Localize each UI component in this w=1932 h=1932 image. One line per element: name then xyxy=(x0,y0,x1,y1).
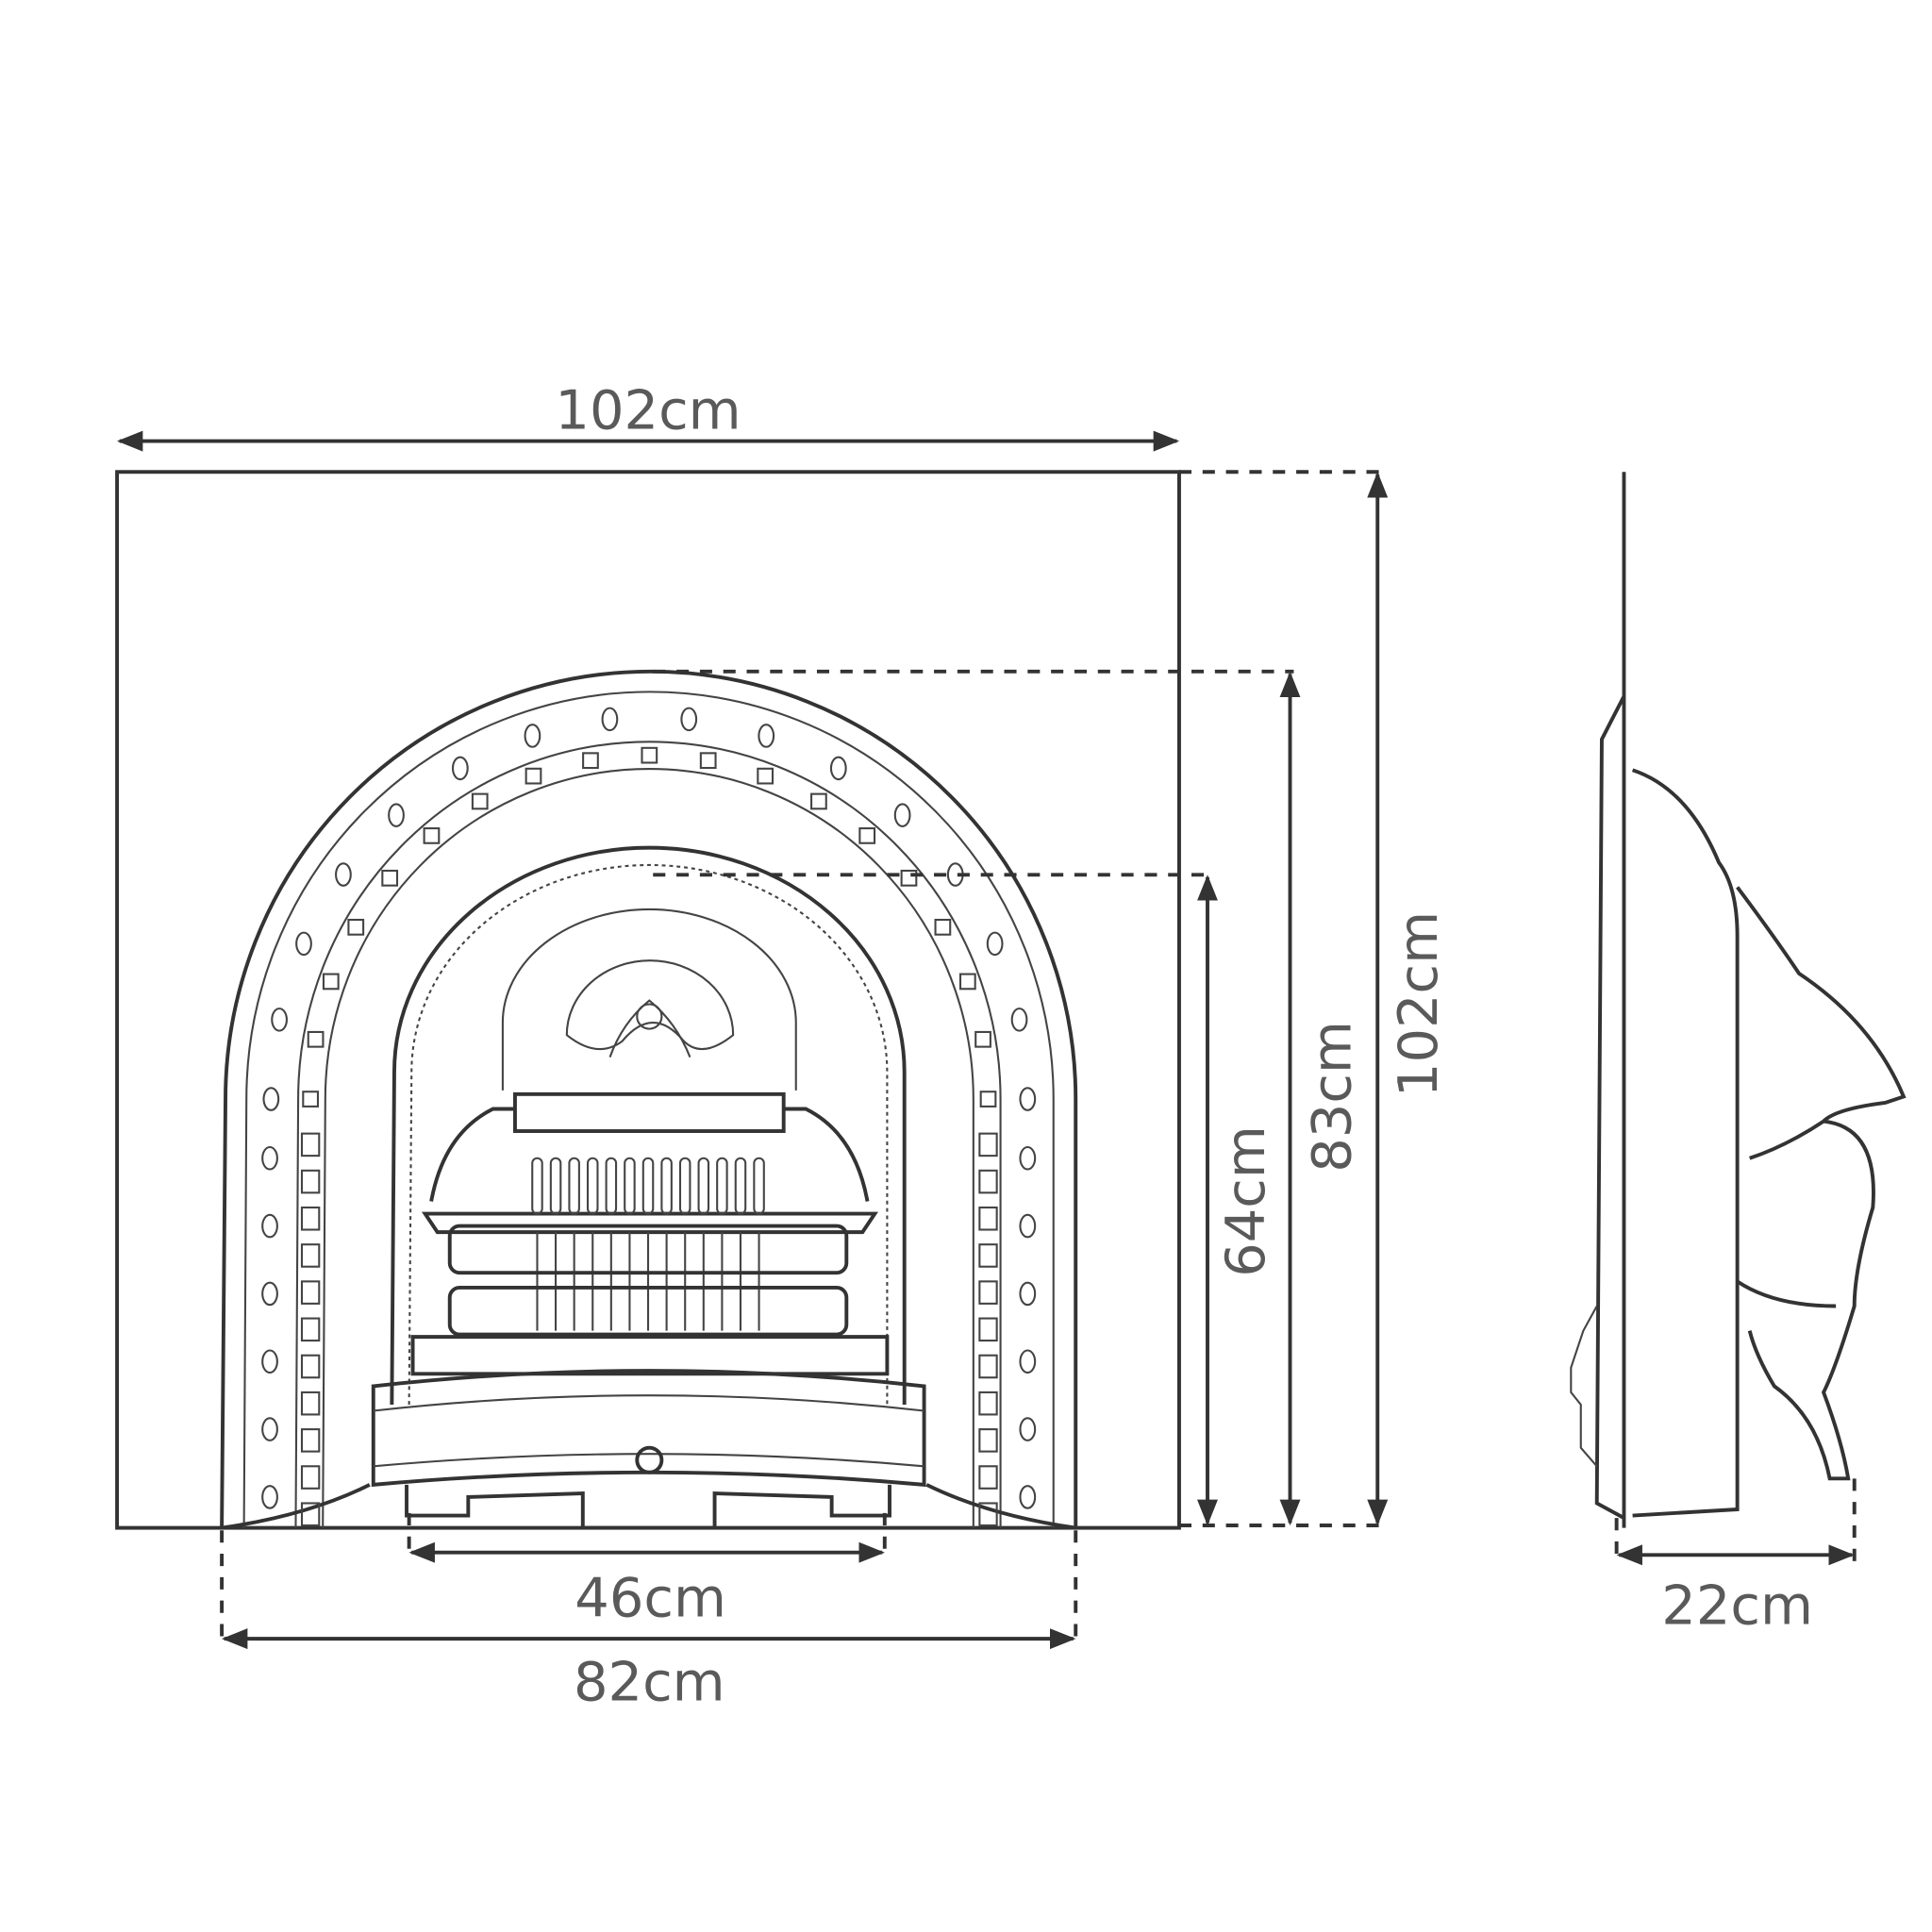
grate-bar xyxy=(624,1157,636,1215)
grate-bar xyxy=(734,1157,747,1215)
grate-width-label: 46cm xyxy=(575,1567,726,1630)
grate-bar xyxy=(753,1157,765,1215)
arch-frame xyxy=(220,669,1078,1530)
grate-bar xyxy=(678,1157,691,1215)
grate-bar xyxy=(531,1157,543,1215)
ash-pan-knob xyxy=(635,1445,664,1474)
grate-basket xyxy=(371,1091,926,1530)
grate-bar xyxy=(716,1157,728,1215)
shell-motif xyxy=(565,959,735,1051)
overall-width-label: 102cm xyxy=(555,379,741,442)
grate-bar xyxy=(660,1157,673,1215)
grate-height-label: 64cm xyxy=(1214,1125,1277,1277)
side-view: 22cm xyxy=(1570,472,1907,1637)
grate-arch xyxy=(390,845,907,1405)
arch-bead-decoration xyxy=(261,707,1037,1527)
grate-bar xyxy=(697,1157,710,1215)
grate-bar xyxy=(568,1157,580,1215)
grate-bar xyxy=(641,1157,655,1215)
grate-bar xyxy=(586,1157,599,1215)
overall-height-label: 102cm xyxy=(1387,911,1450,1097)
arch-width-label: 82cm xyxy=(574,1650,725,1713)
grate-bars xyxy=(531,1157,765,1331)
front-view: 102cm xyxy=(115,379,1450,1713)
arch-height-label: 83cm xyxy=(1301,1021,1364,1173)
grate-bar xyxy=(605,1157,618,1215)
depth-label: 22cm xyxy=(1661,1574,1813,1637)
grate-bar xyxy=(549,1157,562,1215)
